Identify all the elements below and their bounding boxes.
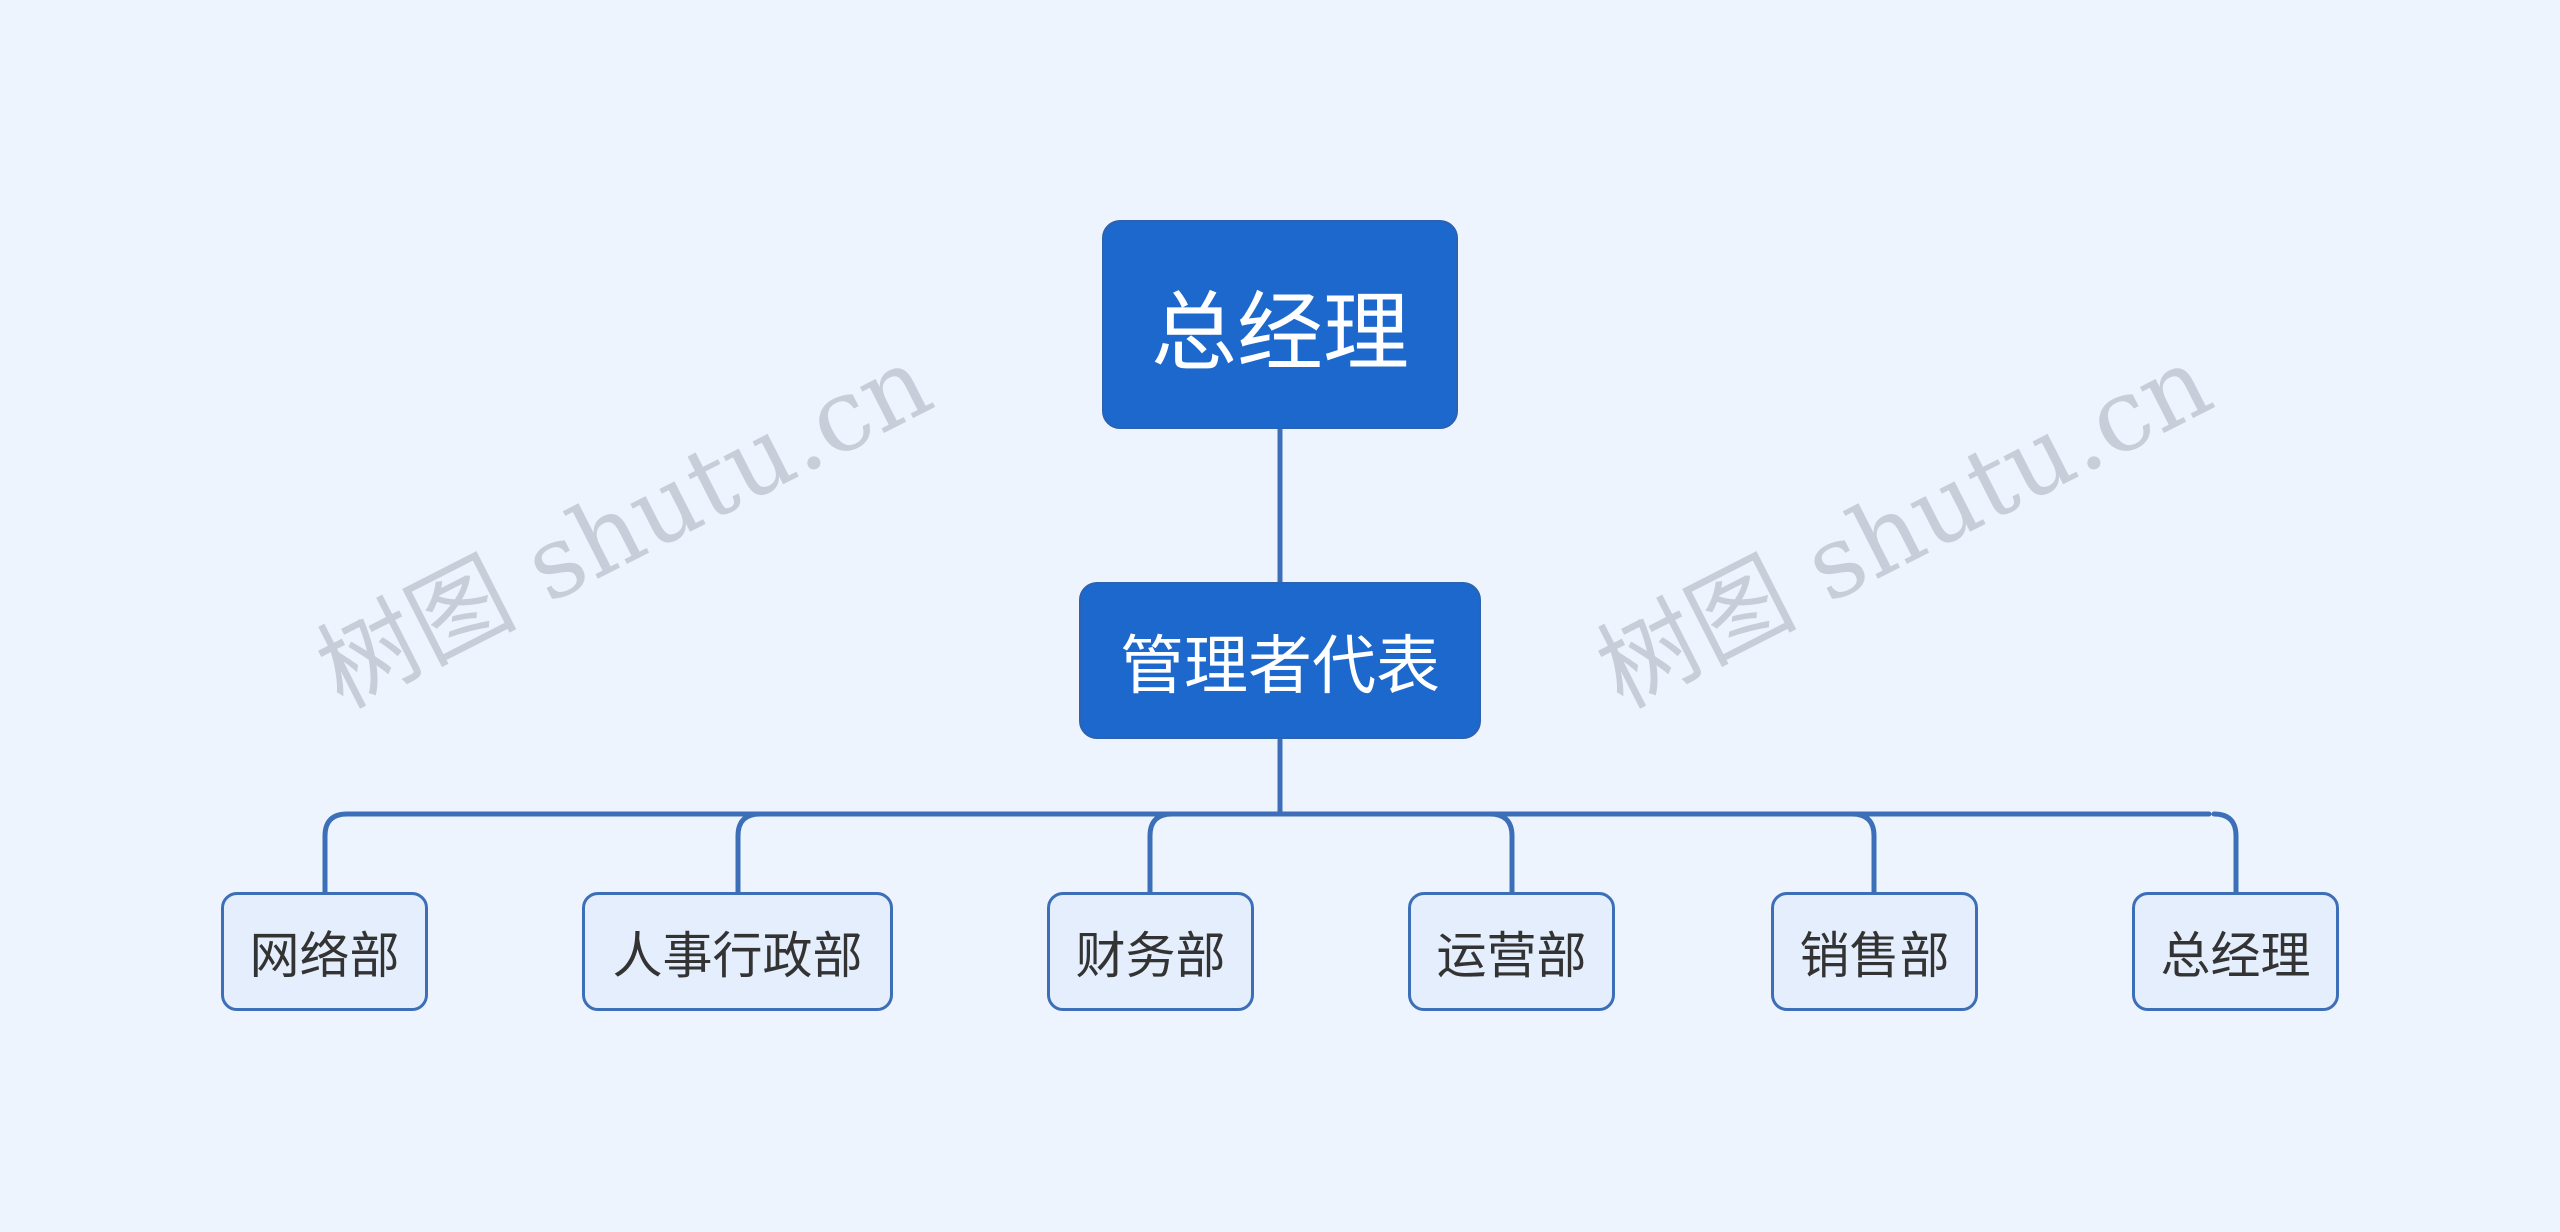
connector-branch-network [322,811,350,895]
node-hr-admin-dept-label: 人事行政部 [612,926,863,985]
node-finance-dept[interactable]: 财务部 [1047,892,1254,1011]
node-finance-dept-label: 财务部 [1075,926,1226,985]
node-management-representative[interactable]: 管理者代表 [1079,582,1481,739]
node-network-dept[interactable]: 网络部 [221,892,428,1011]
connector-branch-general-manager [2211,811,2239,895]
node-hr-admin-dept[interactable]: 人事行政部 [582,892,893,1011]
node-operations-dept-label: 运营部 [1436,926,1587,985]
node-management-representative-label: 管理者代表 [1120,629,1440,704]
node-general-manager-leaf-label: 总经理 [2160,926,2311,985]
node-operations-dept[interactable]: 运营部 [1408,892,1615,1011]
node-general-manager-root-label: 总经理 [1151,283,1409,383]
node-general-manager-root[interactable]: 总经理 [1102,220,1458,429]
node-sales-dept[interactable]: 销售部 [1771,892,1978,1011]
connector-branch-hr-admin [735,811,763,895]
node-general-manager-leaf[interactable]: 总经理 [2132,892,2339,1011]
node-sales-dept-label: 销售部 [1799,926,1950,985]
node-network-dept-label: 网络部 [249,926,400,985]
connector-branch-operations [1487,811,1515,895]
connector-branch-sales [1849,811,1877,895]
connector-branch-finance [1147,811,1175,895]
